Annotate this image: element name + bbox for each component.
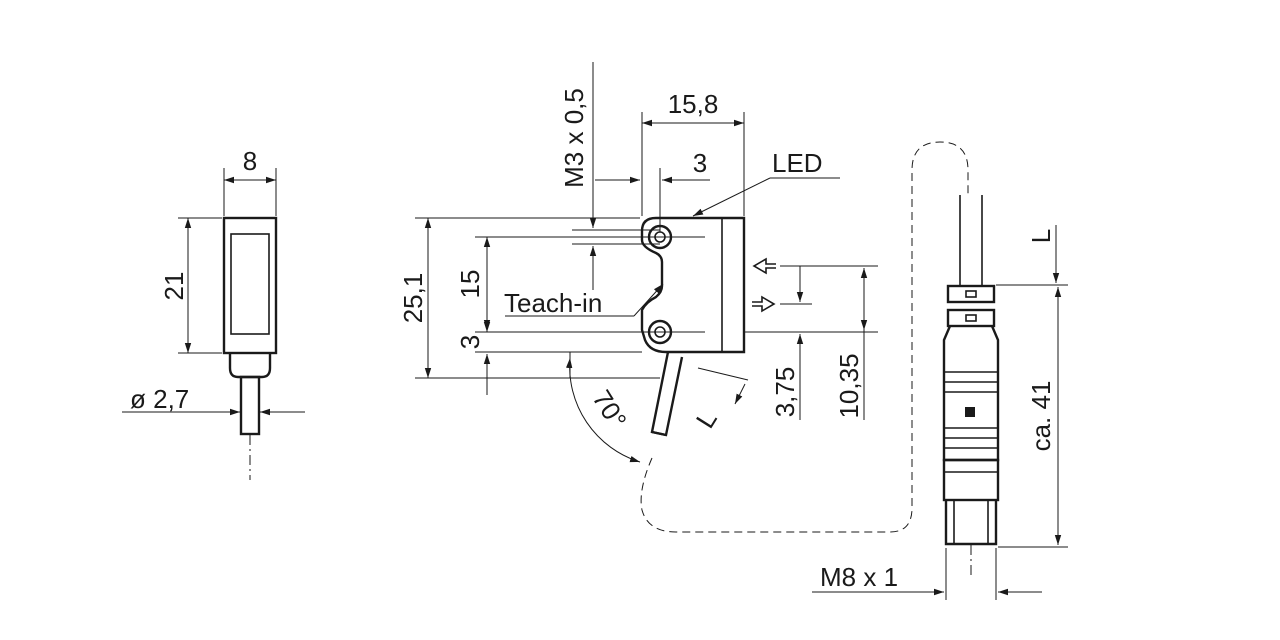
- front-cable-gland: [228, 353, 272, 379]
- front-view: 8 21 ø 2,7: [122, 146, 305, 480]
- label-ca-41: ca. 41: [1026, 381, 1056, 452]
- label-25-1: 25,1: [398, 273, 428, 324]
- label-15: 15: [455, 270, 485, 299]
- label-3-75: 3,75: [770, 367, 800, 418]
- label-3-side: 3: [455, 335, 485, 349]
- front-cable: [239, 375, 261, 436]
- label-m3: M3 x 0,5: [559, 88, 589, 188]
- connector-key-mark: [965, 407, 975, 417]
- label-m8: M8 x 1: [820, 562, 898, 592]
- ext-line: [697, 367, 749, 381]
- led-leader: [692, 177, 771, 217]
- teach-in-leader: [633, 283, 664, 317]
- label-conn-l: L: [1026, 229, 1056, 243]
- label-diameter: ø 2,7: [130, 384, 189, 414]
- label-3-top: 3: [693, 148, 707, 178]
- receiver-arrow: [752, 257, 776, 275]
- front-body-outline: [222, 216, 278, 355]
- connector-ring-mark: [965, 290, 977, 298]
- side-body-outline: [640, 216, 746, 354]
- connector-view: L ca. 41 M8 x 1: [812, 195, 1068, 600]
- label-height-21: 21: [159, 272, 189, 301]
- cable-path-dashed: [640, 141, 969, 533]
- connector-body: [942, 325, 1000, 462]
- label-led: LED: [772, 148, 823, 178]
- label-width-8: 8: [243, 146, 257, 176]
- angle-arc-70: [565, 357, 641, 463]
- label-angle-70: 70°: [586, 385, 632, 434]
- connector-thread: [944, 500, 998, 546]
- connector-ring: [946, 284, 996, 304]
- side-view: LED Teach-in 15,8 3 M3 x 0,5 25,1 15: [398, 62, 878, 463]
- side-cable: [650, 351, 684, 437]
- label-15-8: 15,8: [668, 89, 719, 119]
- connector-nut: [942, 458, 1000, 502]
- label-teach-in: Teach-in: [504, 288, 602, 318]
- side-cable-end: [651, 430, 667, 437]
- label-cable-l: L: [690, 405, 723, 433]
- dim-line-cable-l: [734, 383, 746, 405]
- connector-ring-mark: [965, 314, 977, 322]
- front-window: [230, 233, 270, 335]
- label-10-35: 10,35: [834, 353, 864, 418]
- connector-ring: [946, 308, 996, 328]
- emitter-arrow: [752, 295, 776, 313]
